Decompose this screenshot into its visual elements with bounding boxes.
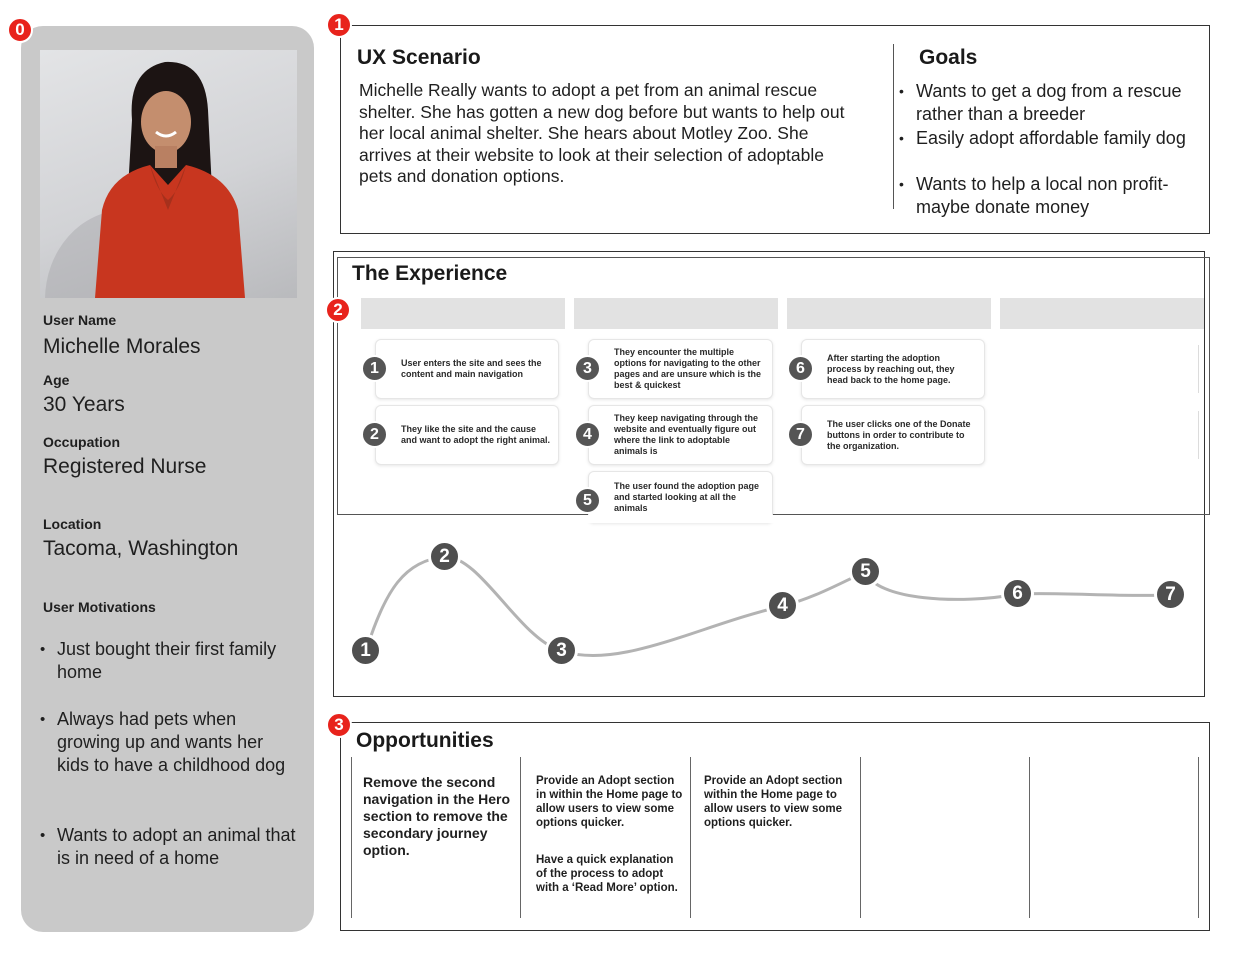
stage-header: [574, 298, 778, 329]
step-text: The user found the adoption page and sta…: [614, 480, 759, 513]
goal-item: Wants to help a local non profit- maybe …: [899, 173, 1211, 219]
journey-node-4: 4: [766, 589, 799, 622]
opportunities-title: Opportunities: [356, 729, 494, 752]
step-text: They keep navigating through the website…: [614, 413, 759, 456]
step-badge-2: 2: [361, 421, 388, 448]
step-badge-4: 4: [574, 421, 601, 448]
occupation-label: Occupation: [43, 434, 121, 450]
step-card-1: User enters the site and sees the conten…: [375, 339, 559, 399]
goal-item: Easily adopt affordable family dog: [899, 127, 1211, 150]
step-badge-1: 1: [361, 355, 388, 382]
age-value: 30 Years: [43, 393, 125, 416]
steps-cutoff: [338, 515, 1204, 523]
age-label: Age: [43, 372, 70, 388]
persona-photo: [40, 50, 297, 298]
step-text: The user clicks one of the Donate button…: [827, 418, 971, 451]
goals-title: Goals: [919, 46, 978, 69]
step-card-2: They like the site and the cause and wan…: [375, 405, 559, 465]
experience-frame: [333, 251, 1205, 697]
ux-scenario-text: Michelle Really wants to adopt a pet fro…: [359, 80, 845, 186]
experience-title: The Experience: [352, 262, 508, 285]
step-badge-7: 7: [787, 421, 814, 448]
opportunity-divider: [520, 757, 521, 918]
user-name-label: User Name: [43, 312, 117, 328]
section-marker-1: 1: [326, 12, 352, 38]
step-text: After starting the adoption process by r…: [827, 352, 955, 385]
column-guide: [1198, 411, 1199, 459]
persona-panel: User Name Michelle Morales Age 30 Years …: [21, 26, 314, 932]
ux-scenario-title: UX Scenario: [357, 46, 481, 69]
opportunity-divider: [351, 757, 352, 918]
opportunities-box: [340, 722, 1210, 931]
opportunity-divider: [690, 757, 691, 918]
journey-node-7: 7: [1154, 578, 1187, 611]
opportunity-text-2a: Provide an Adopt section in within the H…: [536, 775, 683, 829]
step-text: They encounter the multiple options for …: [614, 347, 762, 390]
step-badge-6: 6: [787, 355, 814, 382]
journey-node-6: 6: [1001, 577, 1034, 610]
opportunity-text-2b: Have a quick explanation of the process …: [536, 854, 678, 894]
opportunity-divider: [860, 757, 861, 918]
step-card-4: They keep navigating through the website…: [588, 405, 773, 465]
opportunity-text-3: Provide an Adopt section within the Home…: [704, 775, 843, 829]
stage-header: [1000, 298, 1204, 329]
journey-node-2: 2: [428, 540, 461, 573]
column-guide: [1198, 345, 1199, 393]
user-name-value: Michelle Morales: [43, 335, 201, 358]
location-label: Location: [43, 516, 102, 532]
section-marker-3: 3: [326, 712, 352, 738]
stage-header: [361, 298, 565, 329]
step-text: They like the site and the cause and wan…: [401, 424, 551, 445]
scenario-box: UX Scenario Michelle Really wants to ado…: [340, 25, 1210, 234]
step-card-6: After starting the adoption process by r…: [801, 339, 985, 399]
journey-node-3: 3: [545, 634, 578, 667]
step-card-5: The user found the adoption page and sta…: [588, 471, 773, 523]
goals-divider: [893, 44, 894, 209]
opportunity-divider: [1198, 757, 1199, 918]
step-text: User enters the site and sees the conten…: [401, 358, 542, 379]
section-marker-0: 0: [7, 17, 33, 43]
location-value: Tacoma, Washington: [43, 537, 239, 560]
stage-header: [787, 298, 991, 329]
section-marker-2: 2: [325, 297, 351, 323]
opportunity-text-1: Remove the second navigation in the Hero…: [363, 774, 511, 858]
motivation-item: Always had pets when growing up and want…: [40, 708, 297, 777]
journey-node-5: 5: [849, 555, 882, 588]
portrait-illustration: [45, 61, 245, 298]
goal-item: Wants to get a dog from a rescue rather …: [899, 80, 1211, 126]
motivations-label: User Motivations: [43, 599, 156, 615]
opportunity-divider: [1029, 757, 1030, 918]
motivation-item: Wants to adopt an animal that is in need…: [40, 824, 297, 870]
experience-steps-frame: [337, 257, 1210, 515]
journey-node-1: 1: [349, 634, 382, 667]
step-card-3: They encounter the multiple options for …: [588, 339, 773, 399]
motivation-item: Just bought their first family home: [40, 638, 297, 684]
step-badge-5: 5: [574, 487, 601, 514]
occupation-value: Registered Nurse: [43, 455, 207, 478]
step-badge-3: 3: [574, 355, 601, 382]
